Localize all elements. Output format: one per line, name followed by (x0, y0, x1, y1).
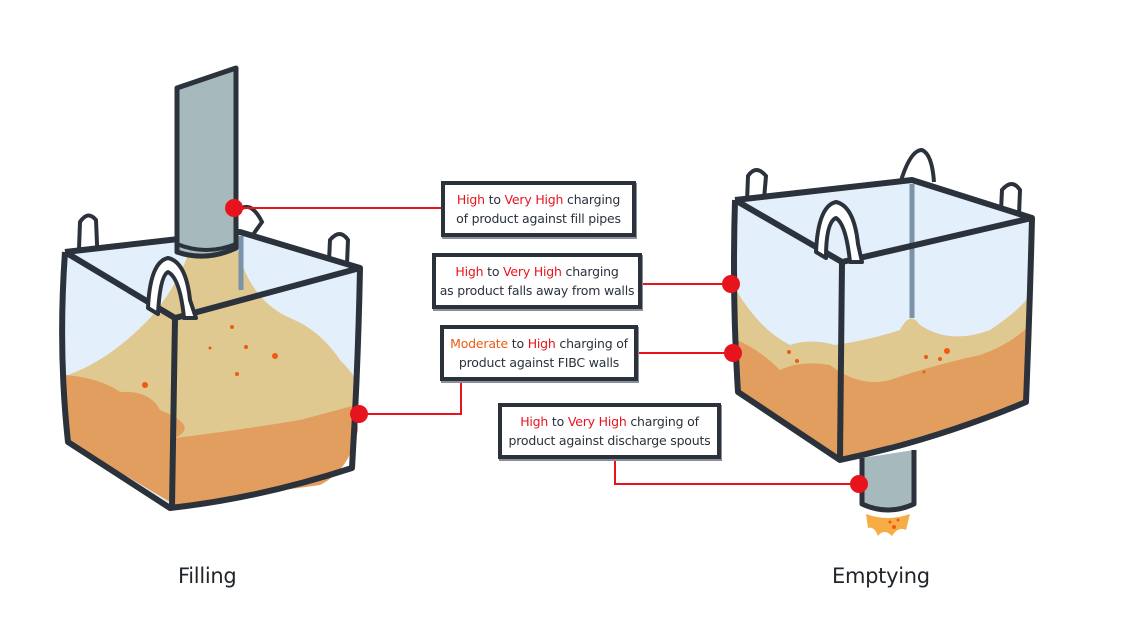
filling-bag (59, 65, 363, 511)
handle-front (146, 256, 198, 320)
handle-back-center (898, 147, 936, 185)
fill-pipe (174, 65, 239, 259)
product-light-layer (68, 250, 356, 440)
marker-emptying-wall (724, 344, 742, 362)
connector-word: to (548, 414, 568, 429)
callout-line-1: High to Very High charging of (502, 412, 717, 431)
callout-text: charging of (626, 414, 699, 429)
caption-filling: Filling (178, 564, 237, 588)
callout-fill-pipes: High to Very High charging of product ag… (441, 181, 636, 237)
connector-word: to (483, 264, 504, 279)
callout-line-1: High to Very High charging (436, 262, 638, 281)
callout-line-1: Moderate to High charging of (444, 334, 634, 353)
bag-body-outline (731, 199, 1035, 463)
level-to: High (527, 336, 556, 351)
callout-text: charging (561, 264, 619, 279)
callout-line-2: of product against fill pipes (456, 211, 621, 226)
bag-body-outline (59, 251, 363, 511)
particles (787, 348, 950, 374)
level-from: High (455, 264, 484, 279)
connector-word: to (484, 192, 505, 207)
callout-line-2: product against FIBC walls (458, 355, 620, 370)
marker-filling-wall (350, 405, 368, 423)
marker-discharge-spout (850, 475, 868, 493)
level-to: Very High (504, 192, 564, 207)
callout-text: charging (563, 192, 621, 207)
marker-falls-away (722, 275, 740, 293)
level-from: Moderate (450, 336, 508, 351)
callout-text: charging of (555, 336, 628, 351)
callout-line-2: as product falls away from walls (439, 283, 635, 298)
connector-fibc-walls-left (359, 380, 462, 415)
caption-emptying: Emptying (832, 564, 930, 588)
connector-discharge-spouts (614, 458, 859, 485)
marker-fill-pipe (225, 199, 243, 217)
callout-line-1: High to Very High charging (445, 190, 632, 209)
callout-line-2: product against discharge spouts (508, 433, 711, 448)
connectors (234, 207, 859, 485)
callout-discharge-spouts: High to Very High charging of product ag… (498, 403, 721, 459)
emptying-bag (731, 147, 1035, 536)
connector-word: to (507, 336, 528, 351)
particles (142, 325, 278, 388)
level-to: Very High (503, 264, 562, 279)
callout-falls-away: High to Very High charging as product fa… (432, 253, 642, 309)
product-dark-layer (737, 325, 1030, 458)
level-from: High (520, 414, 549, 429)
discharge-spout (859, 450, 917, 536)
markers (225, 199, 868, 493)
product-dark-layer (66, 375, 358, 505)
handle-front (814, 200, 864, 264)
callout-fibc-walls: Moderate to High charging of product aga… (440, 325, 638, 381)
level-to: Very High (567, 414, 627, 429)
product-flow (866, 514, 910, 536)
level-from: High (456, 192, 485, 207)
